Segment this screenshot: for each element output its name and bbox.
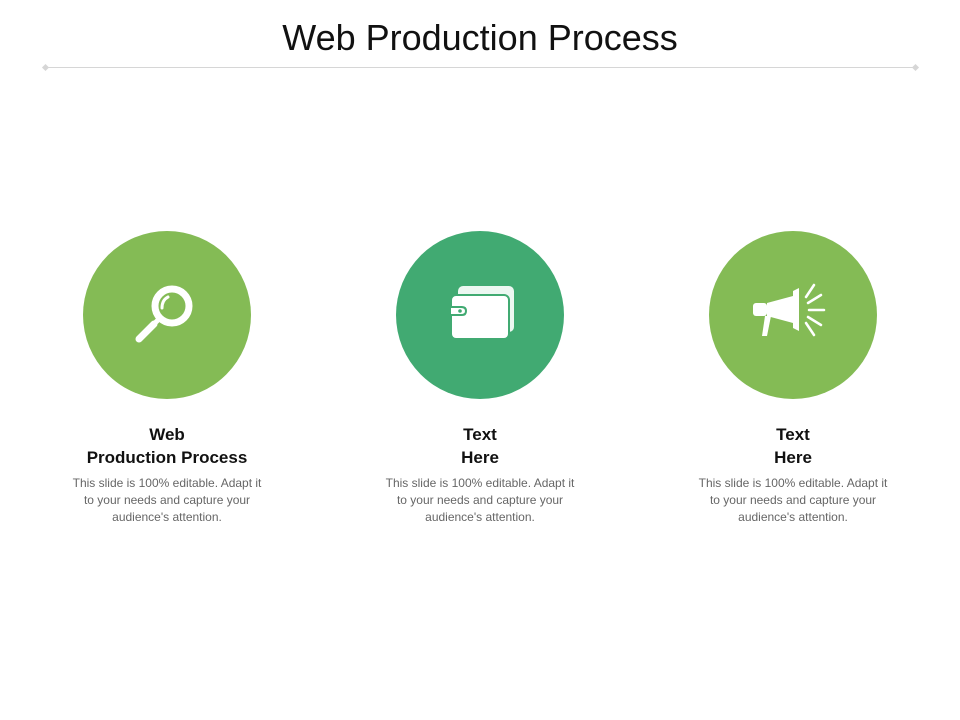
wallet-icon <box>435 270 525 360</box>
process-item-3: Text Here This slide is 100% editable. A… <box>688 231 898 526</box>
item-description: This slide is 100% editable. Adapt it to… <box>385 476 575 524</box>
divider-right-dot <box>911 63 920 72</box>
item-description: This slide is 100% editable. Adapt it to… <box>698 476 888 524</box>
icon-circle-3 <box>709 231 877 399</box>
megaphone-icon <box>745 270 841 360</box>
title-divider <box>46 67 916 68</box>
process-item-1: Web Production Process This slide is 100… <box>62 231 272 526</box>
process-item-2: Text Here This slide is 100% editable. A… <box>375 231 585 526</box>
item-description: This slide is 100% editable. Adapt it to… <box>72 476 262 524</box>
item-heading: Web Production Process <box>86 425 248 467</box>
magnifier-icon <box>122 270 212 360</box>
item-heading: Text Here <box>461 425 499 467</box>
divider-left-dot <box>41 63 50 72</box>
item-heading: Text Here <box>774 425 812 467</box>
icon-circle-1 <box>83 231 251 399</box>
icon-circle-2 <box>396 231 564 399</box>
slide-title: Web Production Process <box>282 17 678 58</box>
